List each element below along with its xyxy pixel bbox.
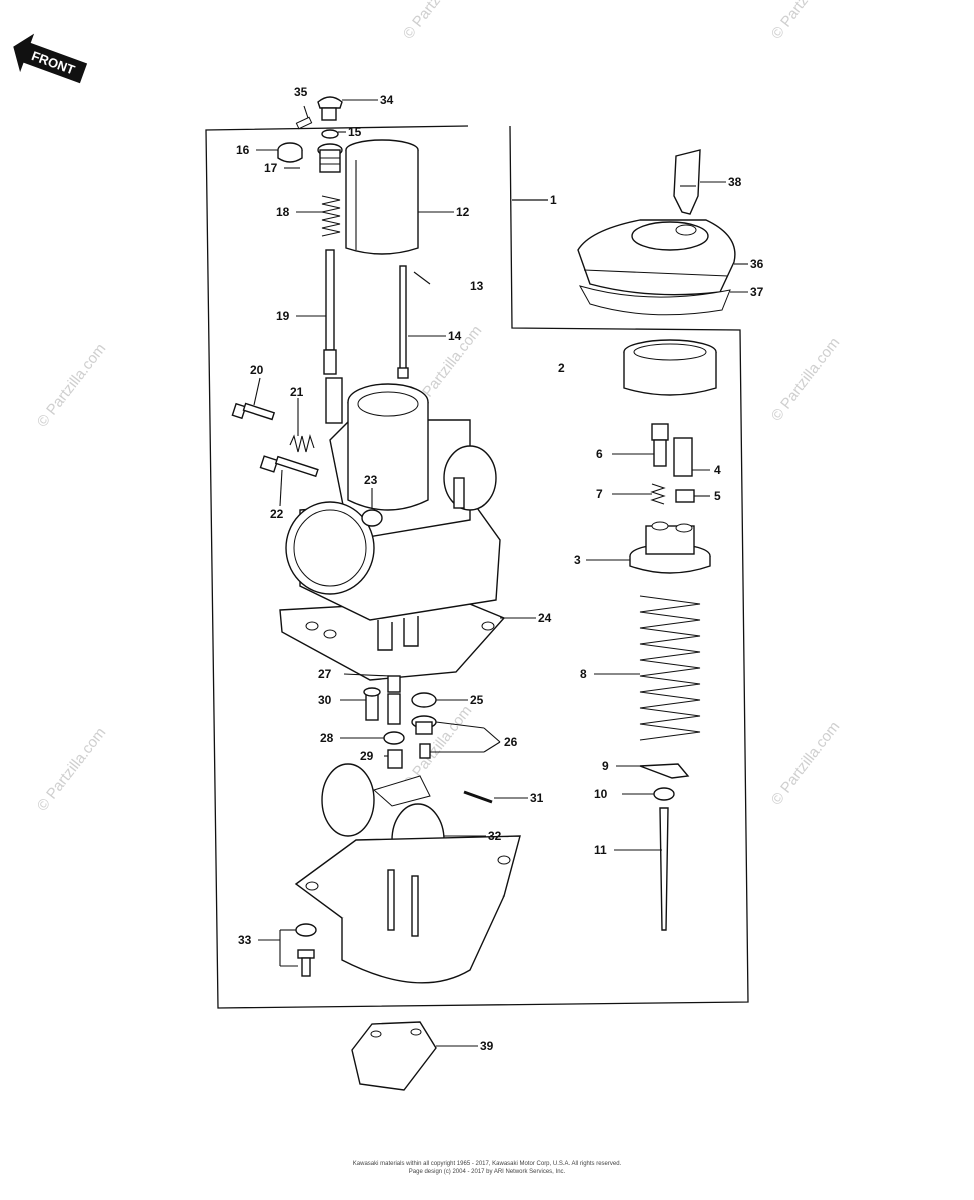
watermark-top-right: © Partzilla.com	[768, 0, 844, 42]
callout-27: 27	[318, 667, 332, 681]
callout-3: 3	[574, 553, 581, 567]
callout-12: 12	[456, 205, 470, 219]
part-4-nut	[673, 437, 693, 477]
callout-38: 38	[728, 175, 742, 189]
part-31-float-pin	[463, 790, 493, 804]
front-arrow: FRONT	[13, 33, 88, 84]
part-15-washer	[321, 129, 339, 139]
part-38-cap	[673, 149, 701, 215]
copyright-line-1: Kawasaki materials within all copyright …	[352, 1161, 622, 1167]
carburetor-body	[279, 383, 506, 681]
callout-21: 21	[290, 385, 304, 399]
watermark-top-center: © Partzilla.com	[400, 0, 476, 42]
callout-labels: 34 35 15 16 17 12 18 1 13 19 14 2 20 21 …	[236, 85, 764, 1053]
callout-29: 29	[360, 749, 374, 763]
part-16-nut	[277, 142, 303, 163]
part-27-jet	[387, 675, 401, 693]
part-10-clip	[653, 787, 675, 801]
watermark-left-top: © Partzilla.com	[34, 340, 110, 430]
callout-10: 10	[594, 787, 608, 801]
callout-5: 5	[714, 489, 721, 503]
part-11-jet-needle	[659, 807, 669, 931]
part-37-gasket	[578, 285, 731, 316]
callout-16: 16	[236, 143, 250, 157]
part-9-plate	[639, 763, 690, 779]
part-6-screw	[651, 423, 669, 467]
front-arrow-shape	[13, 33, 88, 84]
part-14-pin	[397, 265, 409, 379]
part-7-spring	[650, 483, 666, 505]
copyright-line-2: Page design (c) 2004 - 2017 by ARI Netwo…	[408, 1169, 566, 1175]
callout-15: 15	[348, 125, 362, 139]
callout-2: 2	[558, 361, 565, 375]
part-3-diaphragm-cap	[629, 521, 711, 574]
part-39-cover	[351, 1021, 437, 1091]
callout-25: 25	[470, 693, 484, 707]
callout-17: 17	[264, 161, 278, 175]
callout-8: 8	[580, 667, 587, 681]
part-22-bolt	[259, 455, 319, 478]
part-25-washer	[411, 692, 437, 708]
callout-11: 11	[594, 843, 607, 857]
part-2-ring-nut	[623, 339, 717, 396]
callout-13: 13	[470, 279, 484, 293]
part-21-spring	[289, 434, 315, 453]
callout-9: 9	[602, 759, 609, 773]
part-34-cap-screw	[317, 96, 343, 121]
part-needle-jet	[387, 693, 401, 725]
part-29-pilot-jet	[387, 749, 403, 769]
leader-lines	[253, 99, 748, 1047]
callout-31: 31	[530, 791, 544, 805]
callout-20: 20	[250, 363, 264, 377]
callout-24: 24	[538, 611, 552, 625]
callout-28: 28	[320, 731, 334, 745]
part-20-screw	[231, 402, 276, 421]
part-17-adjuster	[317, 143, 343, 173]
part-19-throttle-rod	[323, 249, 343, 424]
part-33-screw-washer	[295, 923, 317, 977]
part-36-top-cover	[577, 219, 736, 296]
watermarks: © Partzilla.com © Partzilla.com © Partzi…	[34, 0, 844, 814]
part-5-nut	[675, 489, 695, 503]
watermark-left-bottom: © Partzilla.com	[34, 724, 110, 814]
part-12-cover	[345, 139, 419, 255]
callout-39: 39	[480, 1039, 494, 1053]
callout-32: 32	[488, 829, 502, 843]
callout-33: 33	[238, 933, 252, 947]
part-8-spring	[639, 595, 701, 741]
callout-1: 1	[550, 193, 557, 207]
callout-14: 14	[448, 329, 462, 343]
callout-36: 36	[750, 257, 764, 271]
part-30-main-jet	[363, 687, 381, 721]
callout-19: 19	[276, 309, 290, 323]
part-13-clip	[413, 271, 431, 285]
callout-7: 7	[596, 487, 603, 501]
part-28-washer	[383, 731, 405, 745]
callout-30: 30	[318, 693, 332, 707]
callout-18: 18	[276, 205, 290, 219]
part-35-pin	[295, 116, 313, 130]
callout-34: 34	[380, 93, 394, 107]
float-bowl	[294, 835, 521, 984]
watermark-right-mid: © Partzilla.com	[768, 334, 844, 424]
callout-6: 6	[596, 447, 603, 461]
assembly-brackets	[205, 125, 749, 1009]
watermark-right-bottom: © Partzilla.com	[768, 718, 844, 808]
callout-26: 26	[504, 735, 518, 749]
callout-37: 37	[750, 285, 764, 299]
callout-4: 4	[714, 463, 721, 477]
part-18-spring	[321, 195, 341, 237]
main-assembly-bracket	[205, 125, 749, 1009]
callout-22: 22	[270, 507, 284, 521]
callout-23: 23	[364, 473, 378, 487]
callout-35: 35	[294, 85, 308, 99]
